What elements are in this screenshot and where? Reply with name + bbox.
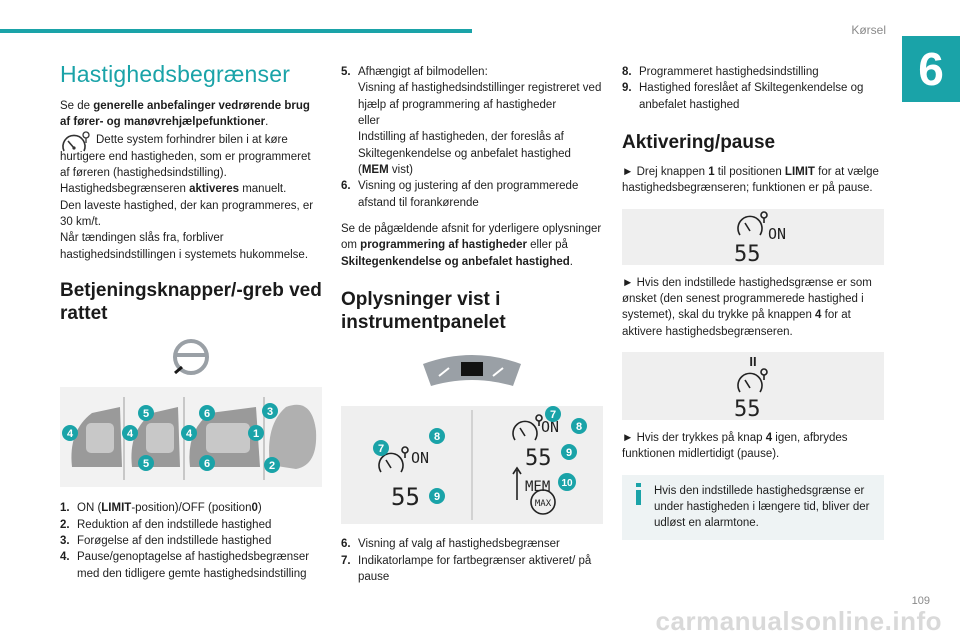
svg-text:55: 55: [734, 242, 761, 265]
svg-text:1: 1: [253, 428, 259, 440]
svg-text:9: 9: [434, 491, 440, 503]
list-item: 3.Forøgelse af den indstillede hastighed: [60, 534, 272, 547]
controls-list: 1.ON (LIMIT-position)/OFF (position0) 2.…: [60, 500, 322, 582]
svg-text:6: 6: [204, 408, 210, 420]
svg-text:ON: ON: [768, 225, 786, 243]
info-text: Hvis den indstillede hastighedsgrænse er…: [654, 484, 870, 530]
callout-badge: 9: [561, 444, 577, 461]
callout-badge: 2: [264, 457, 280, 474]
speed-limiter-description: Dette system forhindrer bilen i at køre …: [60, 134, 311, 179]
callout-badge: 5: [138, 405, 154, 422]
svg-text:MAX: MAX: [535, 499, 552, 509]
page-title: Hastighedsbegrænser: [60, 61, 291, 87]
svg-text:MEM: MEM: [525, 479, 550, 495]
chapter-tab: 6: [902, 36, 960, 102]
intro-paragraph: Se de generelle anbefalinger vedrørende …: [60, 99, 310, 128]
callout-badge: 4: [181, 425, 197, 442]
activation-step-2: ► Hvis den indstillede hastighedsgrænse …: [622, 276, 872, 338]
steering-wheel-icon: [173, 339, 209, 376]
ignition-note: Når tændingen slås fra, forbliver hastig…: [60, 232, 309, 261]
list-item: 4.Pause/genoptagelse af hastighedsbegræn…: [60, 551, 310, 580]
callout-badge: 9: [429, 488, 445, 505]
activation-note: Hastighedsbegrænseren aktiveres manuelt.: [60, 183, 287, 196]
svg-text:2: 2: [269, 460, 275, 472]
list-item: 9.Hastighed foreslået af Skiltegenkendel…: [622, 82, 864, 111]
svg-text:55: 55: [525, 446, 552, 471]
instrument-display-illustration: ON 55 ON 55 MEM MAX 7 8 9 7 8 9 10: [341, 355, 603, 525]
svg-text:55: 55: [734, 397, 761, 420]
instrument-panel-icon: [423, 355, 521, 387]
svg-text:4: 4: [186, 428, 193, 440]
steering-controls-illustration: 4 5 5 4 6 4 6 3 1 2 5: [60, 339, 322, 488]
svg-text:10: 10: [561, 478, 573, 489]
column-1: Hastighedsbegrænser Se de generelle anbe…: [60, 58, 322, 582]
svg-text:ON: ON: [411, 449, 429, 467]
list-item: 6.Visning og justering af den programmer…: [341, 180, 579, 209]
heading-instrument-info: Oplysninger vist i instrumentpanelet: [341, 288, 506, 334]
list-item: 6.Visning af valg af hastighedsbegrænser: [341, 538, 560, 551]
list-item: 2.Reduktion af den indstillede hastighed: [60, 518, 272, 531]
callout-badge: 1: [248, 425, 264, 442]
svg-text:5: 5: [143, 458, 149, 470]
lowest-speed-note: Den laveste hastighed, der kan programme…: [60, 199, 314, 228]
callout-badge: 5: [138, 455, 154, 472]
info-box: Hvis den indstillede hastighedsgrænse er…: [622, 474, 884, 540]
speedometer-icon: [60, 131, 96, 159]
heading-controls: Betjeningsknapper/-greb ved rattet: [60, 279, 322, 325]
see-also-paragraph: Se de pågældende afsnit for yderligere o…: [341, 222, 602, 268]
svg-text:4: 4: [67, 428, 74, 440]
svg-text:6: 6: [204, 458, 210, 470]
callout-badge: 10: [558, 473, 576, 492]
display-pause-illustration: II 55: [622, 352, 884, 421]
svg-text:7: 7: [550, 409, 556, 421]
callout-badge: 7: [373, 440, 389, 457]
page-number: 109: [911, 595, 930, 608]
svg-text:9: 9: [566, 447, 572, 459]
activation-step-1: ► Drej knappen 1 til positionen LIMIT fo…: [622, 166, 879, 195]
header-accent-bar: [0, 29, 472, 33]
svg-text:5: 5: [143, 408, 149, 420]
svg-text:8: 8: [434, 431, 440, 443]
svg-text:55: 55: [391, 483, 420, 511]
svg-text:3: 3: [267, 406, 273, 418]
svg-text:4: 4: [127, 428, 134, 440]
list-item: 5. Afhængigt af bilmodellen: Visning af …: [341, 66, 602, 176]
heading-activation: Aktivering/pause: [622, 131, 776, 153]
callout-badge: 3: [262, 403, 278, 420]
list-item: 1.ON (LIMIT-position)/OFF (position0): [60, 502, 262, 515]
callout-badge: 4: [62, 425, 78, 442]
column-2: 5. Afhængigt af bilmodellen: Visning af …: [341, 64, 603, 585]
section-label: Kørsel: [851, 23, 886, 37]
list-item: 8.Programmeret hastighedsindstilling: [622, 66, 819, 78]
callout-badge: 6: [199, 455, 215, 472]
callout-badge: 4: [122, 425, 138, 442]
svg-text:7: 7: [378, 443, 384, 455]
speed-limiter-note: [60, 131, 322, 159]
watermark: carmanualsonline.info: [655, 606, 942, 637]
info-icon: [632, 482, 654, 532]
pause-icon: II: [749, 354, 756, 369]
svg-text:ON: ON: [541, 418, 559, 436]
list-item: 7.Indikatorlampe for fartbegrænser aktiv…: [341, 554, 592, 583]
display-on-illustration: ON 55: [622, 208, 884, 265]
svg-text:8: 8: [576, 421, 582, 433]
callout-badge: 8: [571, 418, 587, 435]
callout-badge: 8: [429, 428, 445, 445]
callout-badge: 7: [545, 406, 561, 423]
callout-badge: 6: [199, 405, 215, 422]
pause-step: ► Hvis der trykkes på knap 4 igen, afbry…: [622, 432, 848, 461]
column-3: 8.Programmeret hastighedsindstilling 9.H…: [622, 64, 884, 540]
